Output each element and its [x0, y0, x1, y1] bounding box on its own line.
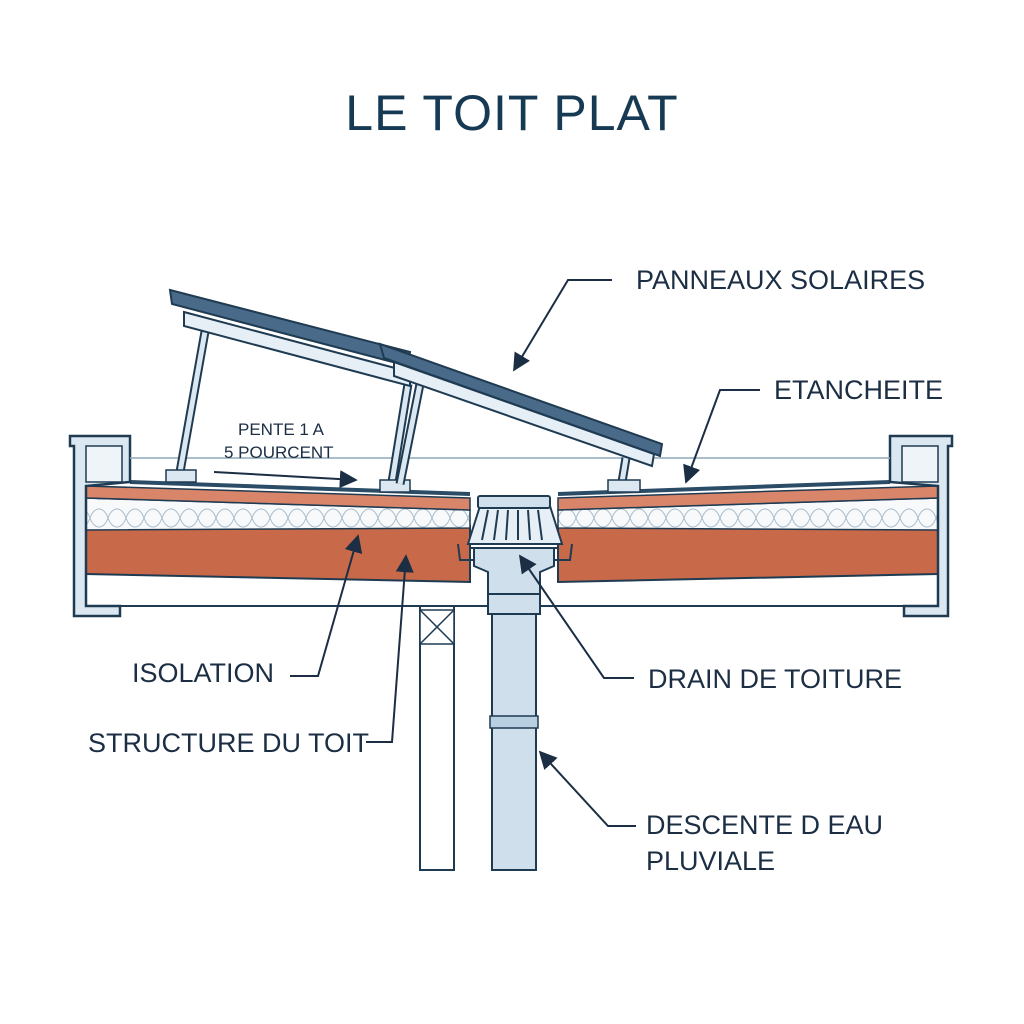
leader-downpipe	[538, 750, 636, 827]
label-slope-line1: PENTE 1 A	[238, 420, 325, 439]
label-slope-line2: 5 POURCENT	[224, 443, 334, 462]
leader-waterproofing	[683, 389, 760, 484]
label-downpipe-line1: DESCENTE D EAU	[646, 810, 883, 840]
left-parapet	[68, 434, 132, 618]
leader-insulation	[290, 534, 363, 677]
label-insulation: ISOLATION	[132, 658, 274, 688]
leader-drain	[518, 554, 634, 679]
right-parapet	[888, 434, 954, 618]
support-column	[419, 605, 455, 871]
label-solar-panels: PANNEAUX SOLAIRES	[636, 265, 925, 295]
solar-panel-right	[378, 342, 664, 493]
leader-solar-panels	[513, 279, 612, 372]
diagram-title: LE TOIT PLAT	[345, 85, 679, 141]
downpipe	[487, 591, 541, 871]
label-drain: DRAIN DE TOITURE	[648, 664, 902, 694]
label-downpipe-line2: PLUVIALE	[646, 846, 775, 876]
leader-structure	[366, 554, 414, 743]
label-waterproofing: ETANCHEITE	[774, 375, 943, 405]
leader-slope	[213, 470, 358, 489]
label-structure: STRUCTURE DU TOIT	[88, 728, 369, 758]
leader-lines	[213, 279, 760, 827]
